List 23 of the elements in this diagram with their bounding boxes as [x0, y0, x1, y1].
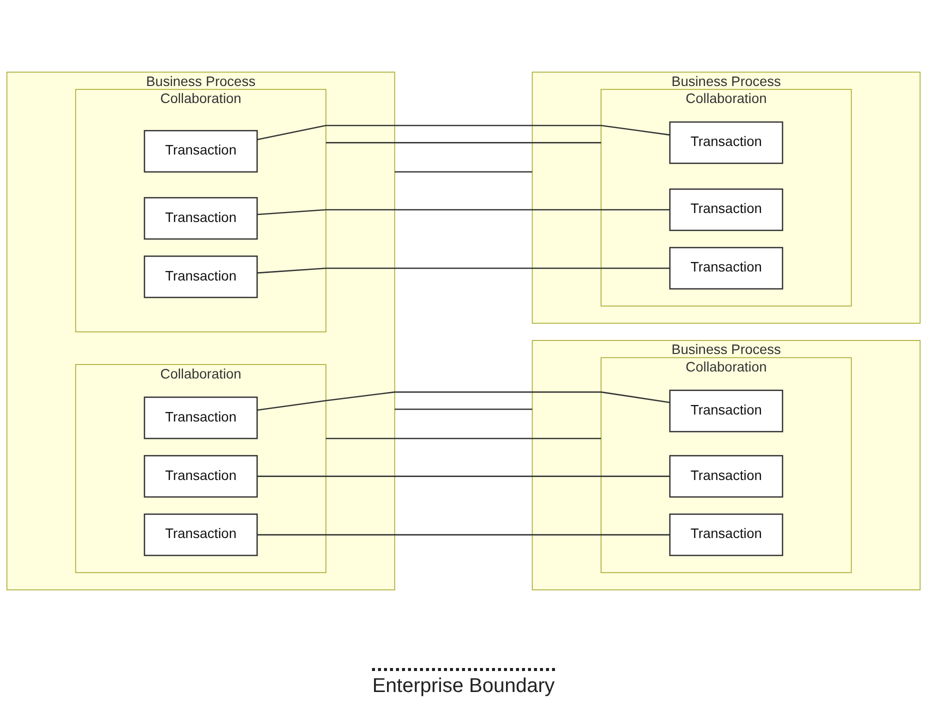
- node-box: Transaction: [144, 455, 258, 498]
- node-box: Transaction: [669, 455, 784, 498]
- node-box: Transaction: [144, 514, 258, 556]
- connector: [257, 534, 670, 536]
- node-box: Transaction: [669, 188, 784, 232]
- connector: [257, 268, 670, 274]
- boundary-label: Enterprise Boundary: [372, 668, 555, 698]
- node-box: Transaction: [669, 390, 784, 432]
- node-box: Transaction: [144, 396, 258, 440]
- node-box: Transaction: [144, 130, 258, 173]
- connector: [256, 124, 670, 140]
- connector: [394, 408, 532, 410]
- connector: [394, 171, 532, 173]
- node-box: Transaction: [669, 246, 784, 290]
- node-box: Transaction: [144, 256, 258, 298]
- connector: [326, 142, 602, 144]
- node-box: Transaction: [669, 514, 784, 556]
- connector: [257, 209, 670, 216]
- node-box: Transaction: [144, 197, 258, 240]
- connector: [257, 391, 670, 411]
- node-box: Transaction: [669, 121, 784, 164]
- connector: [326, 438, 602, 440]
- connector: [257, 476, 670, 477]
